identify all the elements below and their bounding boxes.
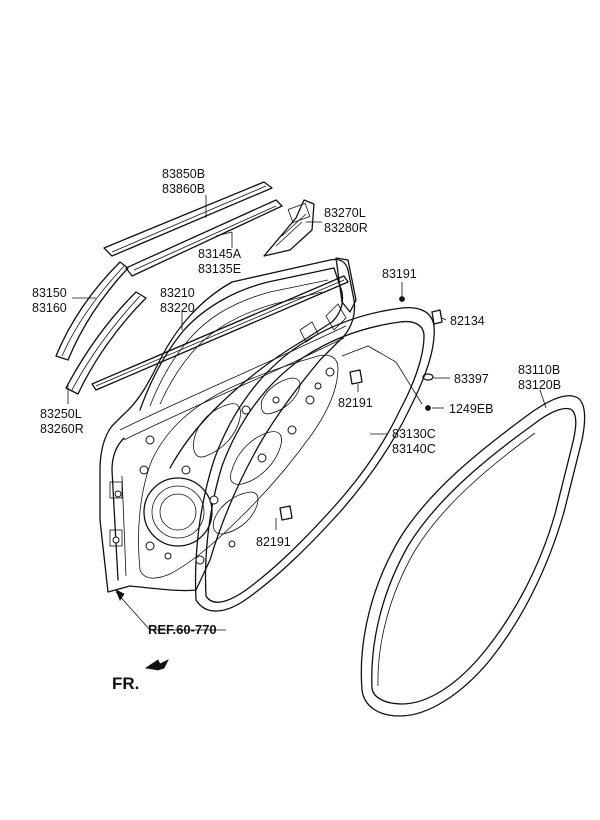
label-83150: 83150 [32, 286, 67, 300]
plug-83397 [422, 373, 434, 381]
label-82134: 82134 [450, 314, 485, 328]
leader-lines [67, 195, 547, 631]
clip-82134 [431, 309, 443, 325]
label-83140C: 83140C [392, 442, 436, 456]
label-83220: 83220 [160, 301, 195, 315]
label-83130C: 83130C [392, 427, 436, 441]
label-83191: 83191 [382, 267, 417, 281]
outer-weatherstrip [360, 395, 586, 717]
label-83860B: 83860B [162, 182, 205, 196]
ref-label: REF.60-770 [148, 622, 217, 637]
grommet-82191-b [279, 505, 293, 521]
clip-83191 [399, 296, 405, 302]
fasteners [279, 296, 443, 521]
label-83110B: 83110B [518, 363, 560, 377]
label-82191-a: 82191 [338, 396, 373, 410]
grommet-82191-a [349, 369, 363, 385]
label-83250L: 83250L [40, 407, 82, 421]
front-direction-arrow [144, 659, 169, 671]
label-83280R: 83280R [324, 221, 368, 235]
window-trims [55, 181, 357, 395]
bolt-1249EB [425, 405, 431, 411]
part-labels: 83850B 83860B 83270L 83280R 83145A 83135… [32, 167, 561, 693]
label-83160: 83160 [32, 301, 67, 315]
front-label: FR. [112, 674, 139, 693]
label-1249EB: 1249EB [449, 402, 493, 416]
label-83850B: 83850B [162, 167, 205, 181]
label-82191-b: 82191 [256, 535, 291, 549]
label-83135E: 83135E [198, 262, 241, 276]
rear-door-panel [99, 258, 356, 593]
label-83210: 83210 [160, 286, 195, 300]
label-83397: 83397 [454, 372, 489, 386]
label-83145A: 83145A [198, 247, 242, 261]
label-83270L: 83270L [324, 206, 366, 220]
door-weatherstrip [194, 306, 435, 612]
label-83120B: 83120B [518, 378, 561, 392]
label-83260R: 83260R [40, 422, 84, 436]
